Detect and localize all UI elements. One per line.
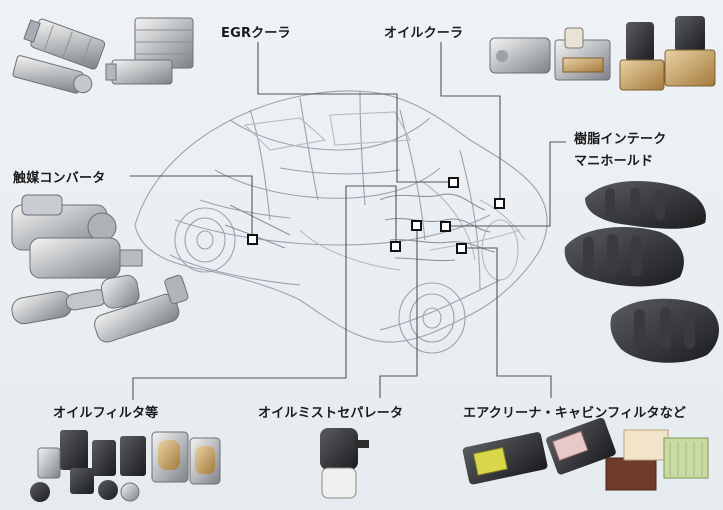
leader-intake-manifold: [446, 141, 566, 227]
marker-air-filter: [456, 243, 467, 254]
label-intake-manifold-line1: 樹脂インテーク: [574, 132, 667, 147]
leader-oil-filter: [132, 185, 397, 400]
marker-oil-filter: [390, 241, 401, 252]
label-intake-manifold-line2: マニホールド: [574, 154, 654, 169]
catalytic-converter-parts: [11, 194, 189, 343]
leader-catalyst: [130, 175, 253, 240]
oil-filter-parts: [30, 430, 221, 502]
label-egr-cooler: EGRクーラ: [221, 26, 291, 41]
location-markers: [247, 177, 505, 254]
oil-mist-separator-part: [320, 428, 369, 499]
leader-lines: [130, 42, 566, 400]
air-filter-parts: [462, 417, 709, 491]
label-air-cabin-filter: エアクリーナ・キャビンフィルタなど: [463, 406, 687, 421]
car-wireframe: [134, 90, 548, 354]
label-oil-cooler: オイルクーラ: [384, 26, 464, 41]
intake-manifold-parts: [564, 181, 720, 363]
leader-egr: [257, 42, 454, 183]
leader-oil-mist: [379, 226, 418, 398]
leader-air-filter: [462, 247, 552, 398]
marker-oil-mist: [411, 220, 422, 231]
label-catalytic-converter: 触媒コンバータ: [13, 171, 106, 186]
marker-oil-cooler: [494, 198, 505, 209]
marker-intake: [440, 221, 451, 232]
oil-cooler-parts: [489, 16, 716, 91]
label-oil-filter: オイルフィルタ等: [53, 406, 159, 421]
egr-cooler-parts: [12, 17, 194, 94]
leader-oil-cooler: [440, 42, 501, 203]
marker-catalyst: [247, 234, 258, 245]
label-oil-mist-separator: オイルミストセパレータ: [258, 406, 404, 421]
marker-egr: [448, 177, 459, 188]
